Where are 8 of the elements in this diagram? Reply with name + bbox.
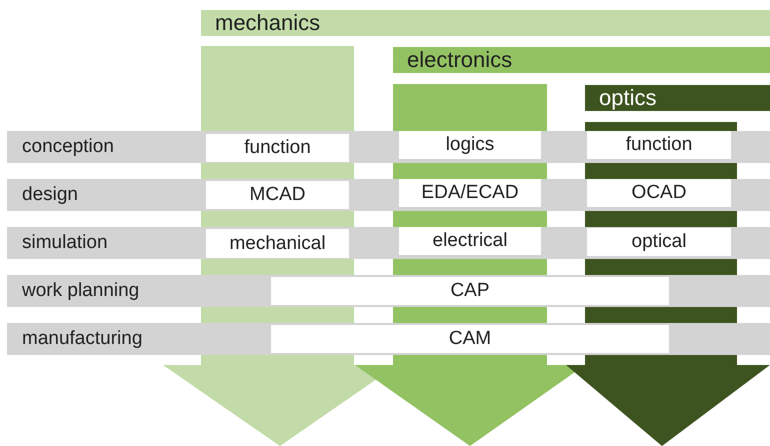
column-header: electronics: [393, 47, 770, 73]
row-label: manufacturing: [22, 328, 142, 350]
column-header: mechanics: [201, 10, 770, 36]
column-header: optics: [585, 85, 770, 111]
row-label: design: [22, 184, 78, 206]
row-label: conception: [22, 136, 114, 158]
row-label: work planning: [22, 280, 140, 302]
row-label: simulation: [22, 232, 108, 254]
